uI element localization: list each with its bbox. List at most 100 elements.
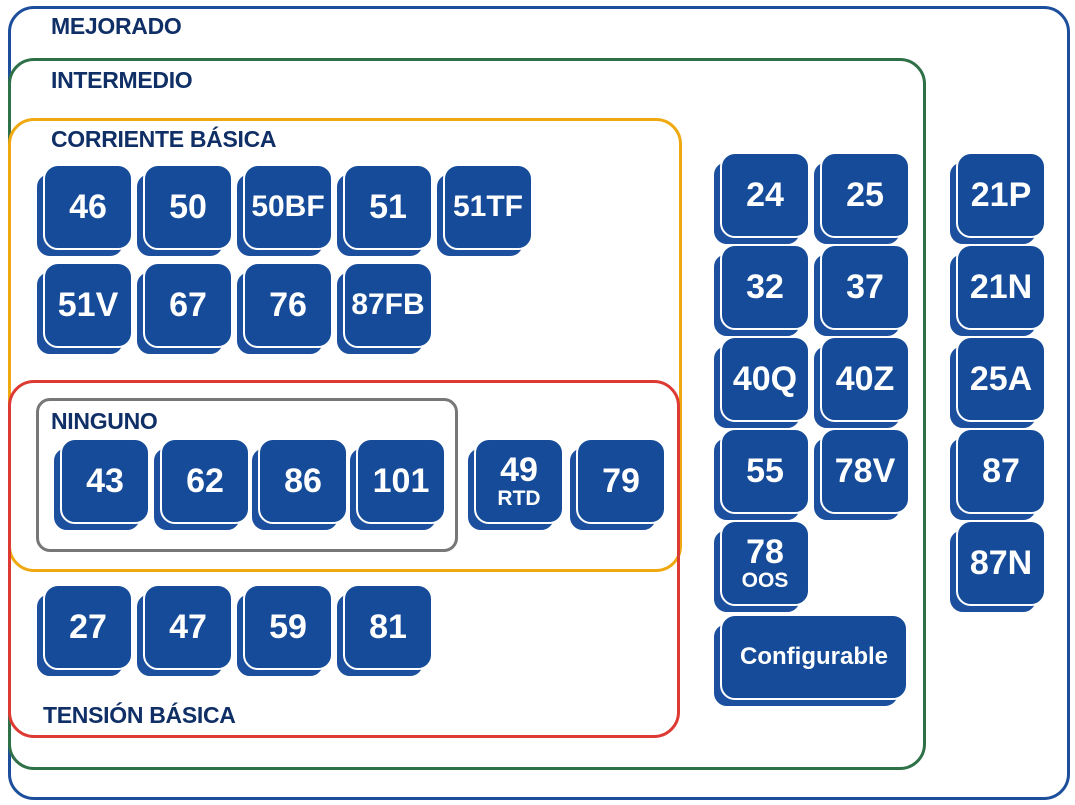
zone-corriente-basica — [8, 118, 682, 572]
tile-24[interactable]: 24 — [712, 152, 810, 246]
tile-label: 78V — [834, 452, 896, 490]
tile-face: 76 — [243, 262, 333, 348]
tile-face: 51 — [343, 164, 433, 250]
tile-40q[interactable]: 40Q — [712, 336, 810, 430]
tile-label: 24 — [746, 176, 784, 214]
label-mejorado: MEJORADO — [51, 13, 182, 39]
tile-51[interactable]: 51 — [335, 164, 433, 258]
tile-25a[interactable]: 25A — [948, 336, 1046, 430]
tile-40z[interactable]: 40Z — [812, 336, 910, 430]
tile-label: 51V — [57, 286, 119, 324]
zone-ninguno — [36, 398, 458, 552]
tile-face: 67 — [143, 262, 233, 348]
tile-face: 49 RTD — [474, 438, 564, 524]
tile-face: 78 OOS — [720, 520, 810, 606]
tile-37[interactable]: 37 — [812, 244, 910, 338]
tile-label: 76 — [269, 286, 307, 324]
tile-25[interactable]: 25 — [812, 152, 910, 246]
tile-51tf[interactable]: 51TF — [435, 164, 533, 258]
tile-face: 25A — [956, 336, 1046, 422]
tile-label: 27 — [69, 608, 107, 646]
tile-face: 21N — [956, 244, 1046, 330]
tile-101[interactable]: 101 — [348, 438, 446, 532]
tile-21p[interactable]: 21P — [948, 152, 1046, 246]
tile-46[interactable]: 46 — [35, 164, 133, 258]
tile-face: 21P — [956, 152, 1046, 238]
tile-label: 55 — [746, 452, 784, 490]
tile-label: 79 — [602, 462, 640, 500]
tile-face: 81 — [343, 584, 433, 670]
tile-label: 50BF — [251, 190, 325, 223]
tile-face: 51TF — [443, 164, 533, 250]
tile-50[interactable]: 50 — [135, 164, 233, 258]
tile-51v[interactable]: 51V — [35, 262, 133, 356]
tile-label: 25 — [846, 176, 884, 214]
tile-87n[interactable]: 87N — [948, 520, 1046, 614]
tile-59[interactable]: 59 — [235, 584, 333, 678]
tile-face: 86 — [258, 438, 348, 524]
tile-label: 51 — [369, 188, 407, 226]
tile-label: 40Z — [835, 360, 895, 398]
tile-label: 86 — [284, 462, 322, 500]
tile-label: Configurable — [740, 643, 888, 670]
tile-face: 78V — [820, 428, 910, 514]
tile-face: 101 — [356, 438, 446, 524]
tile-label: 21P — [970, 176, 1032, 214]
tile-label: 40Q — [732, 360, 798, 398]
tile-face: 40Z — [820, 336, 910, 422]
tile-face: 87FB — [343, 262, 433, 348]
tile-43[interactable]: 43 — [52, 438, 150, 532]
tile-79[interactable]: 79 — [568, 438, 666, 532]
tile-sublabel: RTD — [497, 487, 541, 510]
tile-label: 51TF — [452, 190, 524, 223]
tile-21n[interactable]: 21N — [948, 244, 1046, 338]
tile-face: 62 — [160, 438, 250, 524]
tile-face: 24 — [720, 152, 810, 238]
zone-tension-basica — [8, 380, 680, 738]
tile-configurable[interactable]: Configurable — [712, 614, 908, 708]
tile-87fb[interactable]: 87FB — [335, 262, 433, 356]
tile-face: 59 — [243, 584, 333, 670]
tile-49-rtd[interactable]: 49 RTD — [466, 438, 564, 532]
label-tension-basica: TENSIÓN BÁSICA — [43, 702, 236, 728]
tile-face: 25 — [820, 152, 910, 238]
tile-face: 51V — [43, 262, 133, 348]
tile-label: 67 — [169, 286, 207, 324]
tile-face: Configurable — [720, 614, 908, 700]
tile-face: 79 — [576, 438, 666, 524]
tile-label: 78 — [746, 533, 784, 571]
tile-78-oos[interactable]: 78 OOS — [712, 520, 810, 614]
tile-face: 43 — [60, 438, 150, 524]
tile-32[interactable]: 32 — [712, 244, 810, 338]
tile-face: 27 — [43, 584, 133, 670]
tile-label: 62 — [186, 462, 224, 500]
tile-76[interactable]: 76 — [235, 262, 333, 356]
tile-86[interactable]: 86 — [250, 438, 348, 532]
tile-27[interactable]: 27 — [35, 584, 133, 678]
tile-label: 43 — [86, 462, 124, 500]
tile-face: 47 — [143, 584, 233, 670]
tile-label: 47 — [169, 608, 207, 646]
tile-81[interactable]: 81 — [335, 584, 433, 678]
tile-label: 32 — [746, 268, 784, 306]
tile-62[interactable]: 62 — [152, 438, 250, 532]
tile-face: 50BF — [243, 164, 333, 250]
tile-50bf[interactable]: 50BF — [235, 164, 333, 258]
label-intermedio: INTERMEDIO — [51, 67, 193, 93]
tile-label: 87 — [982, 452, 1020, 490]
tile-label: 101 — [372, 462, 430, 500]
tile-label: 50 — [169, 188, 207, 226]
tile-face: 87N — [956, 520, 1046, 606]
tile-label: 87N — [969, 544, 1033, 582]
tile-87[interactable]: 87 — [948, 428, 1046, 522]
tile-47[interactable]: 47 — [135, 584, 233, 678]
tile-55[interactable]: 55 — [712, 428, 810, 522]
tile-label: 25A — [969, 360, 1033, 398]
tile-sublabel: OOS — [741, 569, 789, 592]
label-corriente-basica: CORRIENTE BÁSICA — [51, 126, 277, 152]
tile-label: 59 — [269, 608, 307, 646]
tile-face: 55 — [720, 428, 810, 514]
tile-67[interactable]: 67 — [135, 262, 233, 356]
tile-78v[interactable]: 78V — [812, 428, 910, 522]
label-ninguno: NINGUNO — [51, 408, 158, 434]
